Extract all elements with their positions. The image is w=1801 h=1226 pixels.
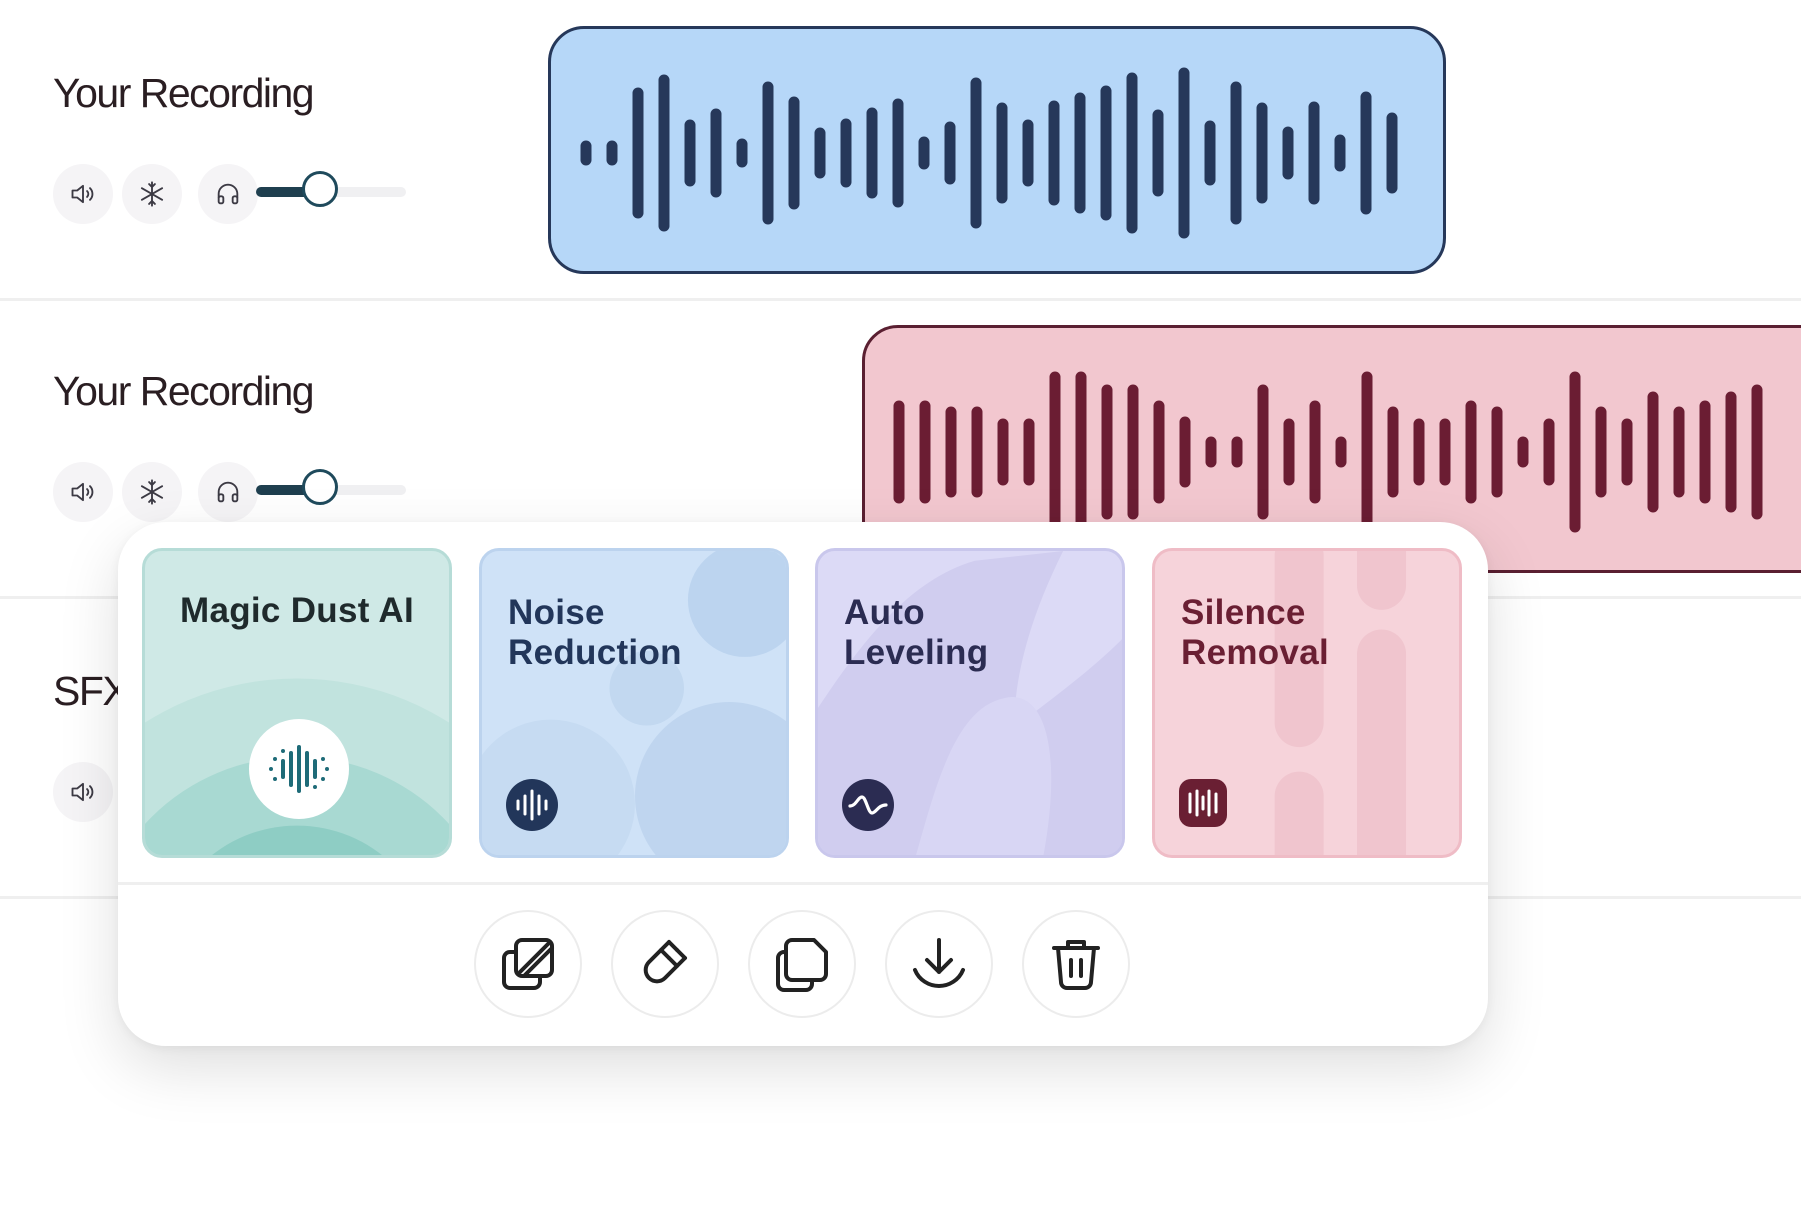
speaker-icon[interactable] xyxy=(53,164,113,224)
track-row: Your Recording xyxy=(0,0,1801,301)
headphones-icon[interactable] xyxy=(198,462,258,522)
slider-fill xyxy=(256,485,324,495)
waveform xyxy=(893,371,1763,533)
speaker-icon[interactable] xyxy=(53,762,113,822)
card-background xyxy=(1274,551,1407,855)
effect-label: Auto Leveling xyxy=(844,593,989,672)
speaker-icon[interactable] xyxy=(53,462,113,522)
volume-slider[interactable] xyxy=(256,469,406,505)
download-icon xyxy=(913,938,965,988)
effect-card-auto-leveling[interactable]: Auto Leveling xyxy=(815,548,1125,858)
volume-slider[interactable] xyxy=(256,171,406,207)
trash-icon xyxy=(1052,940,1100,990)
effect-label: Magic Dust AI xyxy=(179,591,414,630)
pulse-icon xyxy=(842,779,894,831)
sound-wave-icon xyxy=(249,719,349,819)
copy-icon xyxy=(776,938,828,992)
waveform-circle-icon xyxy=(506,779,558,831)
effect-label: Silence Removal xyxy=(1181,593,1329,672)
waveform xyxy=(580,67,1398,239)
snowflake-icon[interactable] xyxy=(122,462,182,522)
magnet-button[interactable] xyxy=(611,910,719,1018)
bars-icon xyxy=(1179,779,1227,827)
audio-clip[interactable] xyxy=(548,26,1446,274)
delete-button[interactable] xyxy=(1022,910,1130,1018)
download-button[interactable] xyxy=(885,910,993,1018)
replace-icon xyxy=(502,938,554,990)
track-title: SFX xyxy=(53,668,130,714)
replace-button[interactable] xyxy=(474,910,582,1018)
effect-card-silence-removal[interactable]: Silence Removal xyxy=(1152,548,1462,858)
popup-divider xyxy=(118,882,1488,885)
effects-popup: Magic Dust AI xyxy=(118,522,1488,1046)
slider-knob[interactable] xyxy=(302,469,338,505)
track-title: Your Recording xyxy=(53,368,315,414)
effect-card-noise-reduction[interactable]: Noise Reduction xyxy=(479,548,789,858)
magnet-icon xyxy=(643,940,687,984)
track-title: Your Recording xyxy=(53,70,315,116)
effect-label: Noise Reduction xyxy=(508,593,682,672)
effect-card-magic-dust[interactable]: Magic Dust AI xyxy=(142,548,452,858)
snowflake-icon[interactable] xyxy=(122,164,182,224)
copy-button[interactable] xyxy=(748,910,856,1018)
card-background xyxy=(818,551,1122,855)
slider-knob[interactable] xyxy=(302,171,338,207)
headphones-icon[interactable] xyxy=(198,164,258,224)
slider-fill xyxy=(256,187,324,197)
